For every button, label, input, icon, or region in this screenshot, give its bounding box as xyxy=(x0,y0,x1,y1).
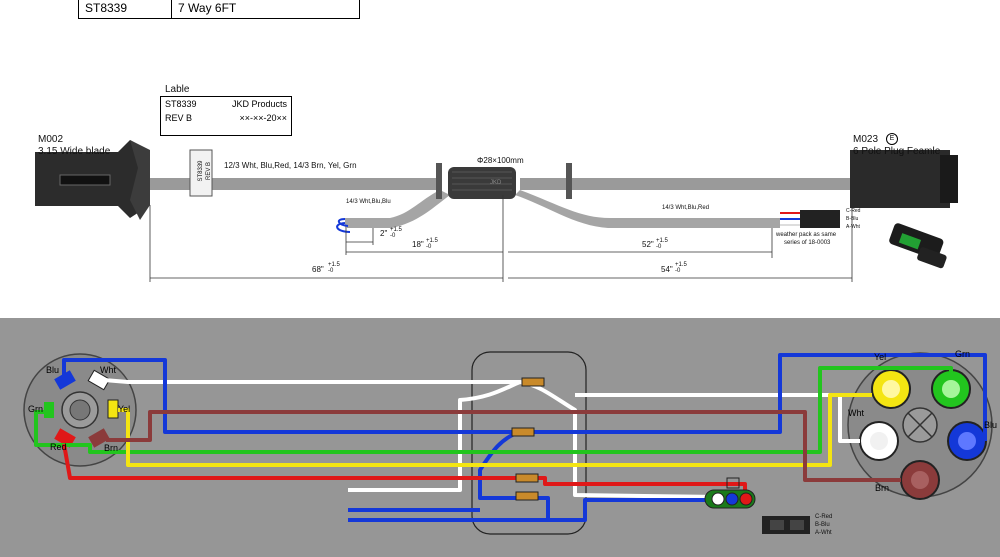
dim-54-tol: +1.5 -0 xyxy=(675,262,687,274)
weather-pack-note-1: weather pack as same xyxy=(776,232,837,238)
label-box: ST8339 JKD Products REV B ××-××-20×× xyxy=(160,96,292,136)
ziptie-right xyxy=(566,163,572,199)
weather-pack-note-2: series of 18-0003 xyxy=(784,240,831,246)
branch-left xyxy=(345,190,450,228)
splice-blue xyxy=(511,427,535,437)
left-pin-red xyxy=(54,428,76,448)
wp-pin-a: A-Wht xyxy=(846,224,860,230)
main-cable-left xyxy=(150,178,440,190)
wire-brown xyxy=(106,410,901,482)
splice-red xyxy=(515,473,539,483)
left-lbl-red: Red xyxy=(50,442,67,452)
left-lbl-blu: Blu xyxy=(46,365,60,375)
label-part: ST8339 xyxy=(165,99,197,109)
wp-lower-a: A-Wht xyxy=(815,530,832,536)
wire-blue-branch xyxy=(478,430,732,522)
wiring-background xyxy=(0,318,1000,557)
left-connector-desc: 3.15 Wide blade xyxy=(38,146,111,157)
right-lbl-wht: Wht xyxy=(848,408,865,418)
junction-box xyxy=(471,351,587,535)
dim-18-tol: +1.5 -0 xyxy=(426,238,438,250)
dim-2: 2" xyxy=(380,229,388,238)
label-date: ××-××-20×× xyxy=(239,113,287,123)
wp-pin-c: C-Red xyxy=(846,208,861,214)
header-desc: 7 Way 6FT xyxy=(178,1,237,15)
split-sleeve xyxy=(448,167,516,199)
left-connector-code: M002 xyxy=(38,134,64,145)
right-connector-code: M023 xyxy=(853,134,879,145)
label-company: JKD Products xyxy=(231,99,287,109)
left-lbl-yel: Yel xyxy=(118,404,131,414)
right-connector-desc: 6 Pole Plug Feamle xyxy=(853,146,941,157)
ziptie-left xyxy=(436,163,442,199)
label-sleeve xyxy=(189,149,213,197)
wp-lower-c: C-Red xyxy=(815,514,833,520)
cable-main-spec: 12/3 Wht, Blu,Red, 14/3 Brn, Yel, Grn xyxy=(224,161,357,170)
wire-white-branch xyxy=(348,380,521,492)
right-lbl-brn: Brn xyxy=(875,483,890,493)
left-pin-brn xyxy=(88,428,110,448)
right-lbl-grn: Grn xyxy=(955,349,971,359)
splice-white xyxy=(521,377,545,387)
branch-left-spec: 14/3 Wht,Blu,Blu xyxy=(346,199,391,205)
wire-red xyxy=(62,443,747,502)
split-brand: JKD xyxy=(490,180,502,186)
branch-right xyxy=(515,190,780,228)
right-lbl-blu: Blu xyxy=(984,420,998,430)
left-pin-blu xyxy=(54,370,76,390)
right-connector-body xyxy=(850,150,950,208)
connector-photo xyxy=(889,223,947,269)
header-part: ST8339 xyxy=(79,0,172,18)
wire-white-main xyxy=(103,378,721,499)
label-rev: REV B xyxy=(165,113,193,123)
dim-68: 68" xyxy=(312,265,324,274)
wp-lower-b: B-Blu xyxy=(815,522,830,528)
right-lbl-yel: Yel xyxy=(874,352,887,362)
wire-yellow xyxy=(118,393,872,467)
weather-pack-plug xyxy=(800,210,840,228)
main-cable-right xyxy=(520,178,850,190)
dim-52-tol: +1.5 -0 xyxy=(656,238,668,250)
dim-54: 54" xyxy=(661,265,673,274)
dim-52: 52" xyxy=(642,240,654,249)
left-lbl-grn: Grn xyxy=(28,404,44,414)
split-size: Φ28×100mm xyxy=(477,156,524,165)
dim-18: 18" xyxy=(412,240,424,249)
wire-blue-main xyxy=(62,353,987,441)
splice-blue-2 xyxy=(515,491,539,501)
dim-2-tol: +1.5 -0 xyxy=(390,227,402,239)
wp-pin-b: B-Blu xyxy=(846,216,859,222)
left-lbl-brn: Brn xyxy=(104,443,119,453)
left-lbl-wht: Wht xyxy=(100,365,117,375)
header-table: ST8339 7 Way 6FT xyxy=(78,0,360,19)
branch-right-spec: 14/3 Wht,Blu,Red xyxy=(662,205,710,211)
wire-green xyxy=(34,366,953,454)
rohs-icon: E xyxy=(886,133,898,145)
label-heading: Lable xyxy=(165,84,190,95)
left-pin-wht xyxy=(87,369,111,391)
left-pin-yel xyxy=(107,399,119,419)
dim-68-tol: +1.5 -0 xyxy=(328,262,340,274)
left-pin-grn xyxy=(44,402,54,418)
